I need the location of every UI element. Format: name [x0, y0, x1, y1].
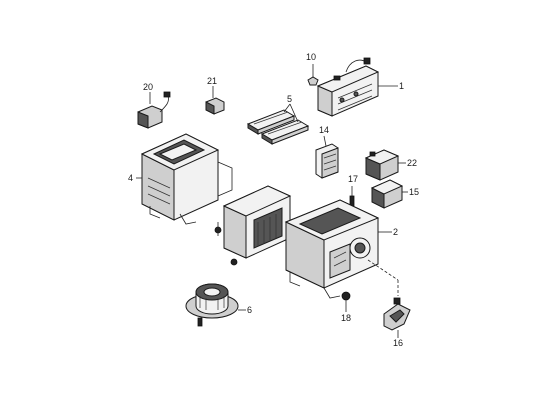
callout-6: 6 — [247, 305, 252, 315]
part-1-control-unit[interactable] — [316, 57, 398, 117]
callout-15: 15 — [409, 187, 419, 197]
part-18-grommet[interactable] — [341, 291, 351, 312]
callout-4: 4 — [128, 173, 133, 183]
part-16-bracket[interactable] — [383, 297, 411, 338]
part-6-blower-motor[interactable] — [185, 283, 246, 327]
part-20-sensor[interactable] — [137, 91, 171, 129]
callout-2: 2 — [393, 227, 398, 237]
callout-22: 22 — [407, 158, 417, 168]
callout-5: 5 — [287, 94, 292, 104]
callout-16: 16 — [393, 338, 403, 348]
part-4-upper-housing[interactable] — [136, 133, 233, 225]
callout-18: 18 — [341, 313, 351, 323]
part-15-actuator[interactable] — [370, 179, 408, 209]
callout-20: 20 — [143, 82, 153, 92]
callout-14: 14 — [319, 125, 329, 135]
part-21-actuator[interactable] — [205, 86, 225, 115]
part-22-module[interactable] — [364, 149, 406, 181]
part-10-clip[interactable] — [307, 64, 319, 86]
callout-21: 21 — [207, 76, 217, 86]
part-14-evaporator[interactable] — [315, 135, 339, 179]
callout-17: 17 — [348, 174, 358, 184]
part-2-lower-case[interactable] — [284, 199, 399, 299]
callout-10: 10 — [306, 52, 316, 62]
callout-1: 1 — [399, 81, 404, 91]
center-housing[interactable] — [214, 185, 292, 266]
part-5-air-filters[interactable] — [246, 103, 310, 145]
